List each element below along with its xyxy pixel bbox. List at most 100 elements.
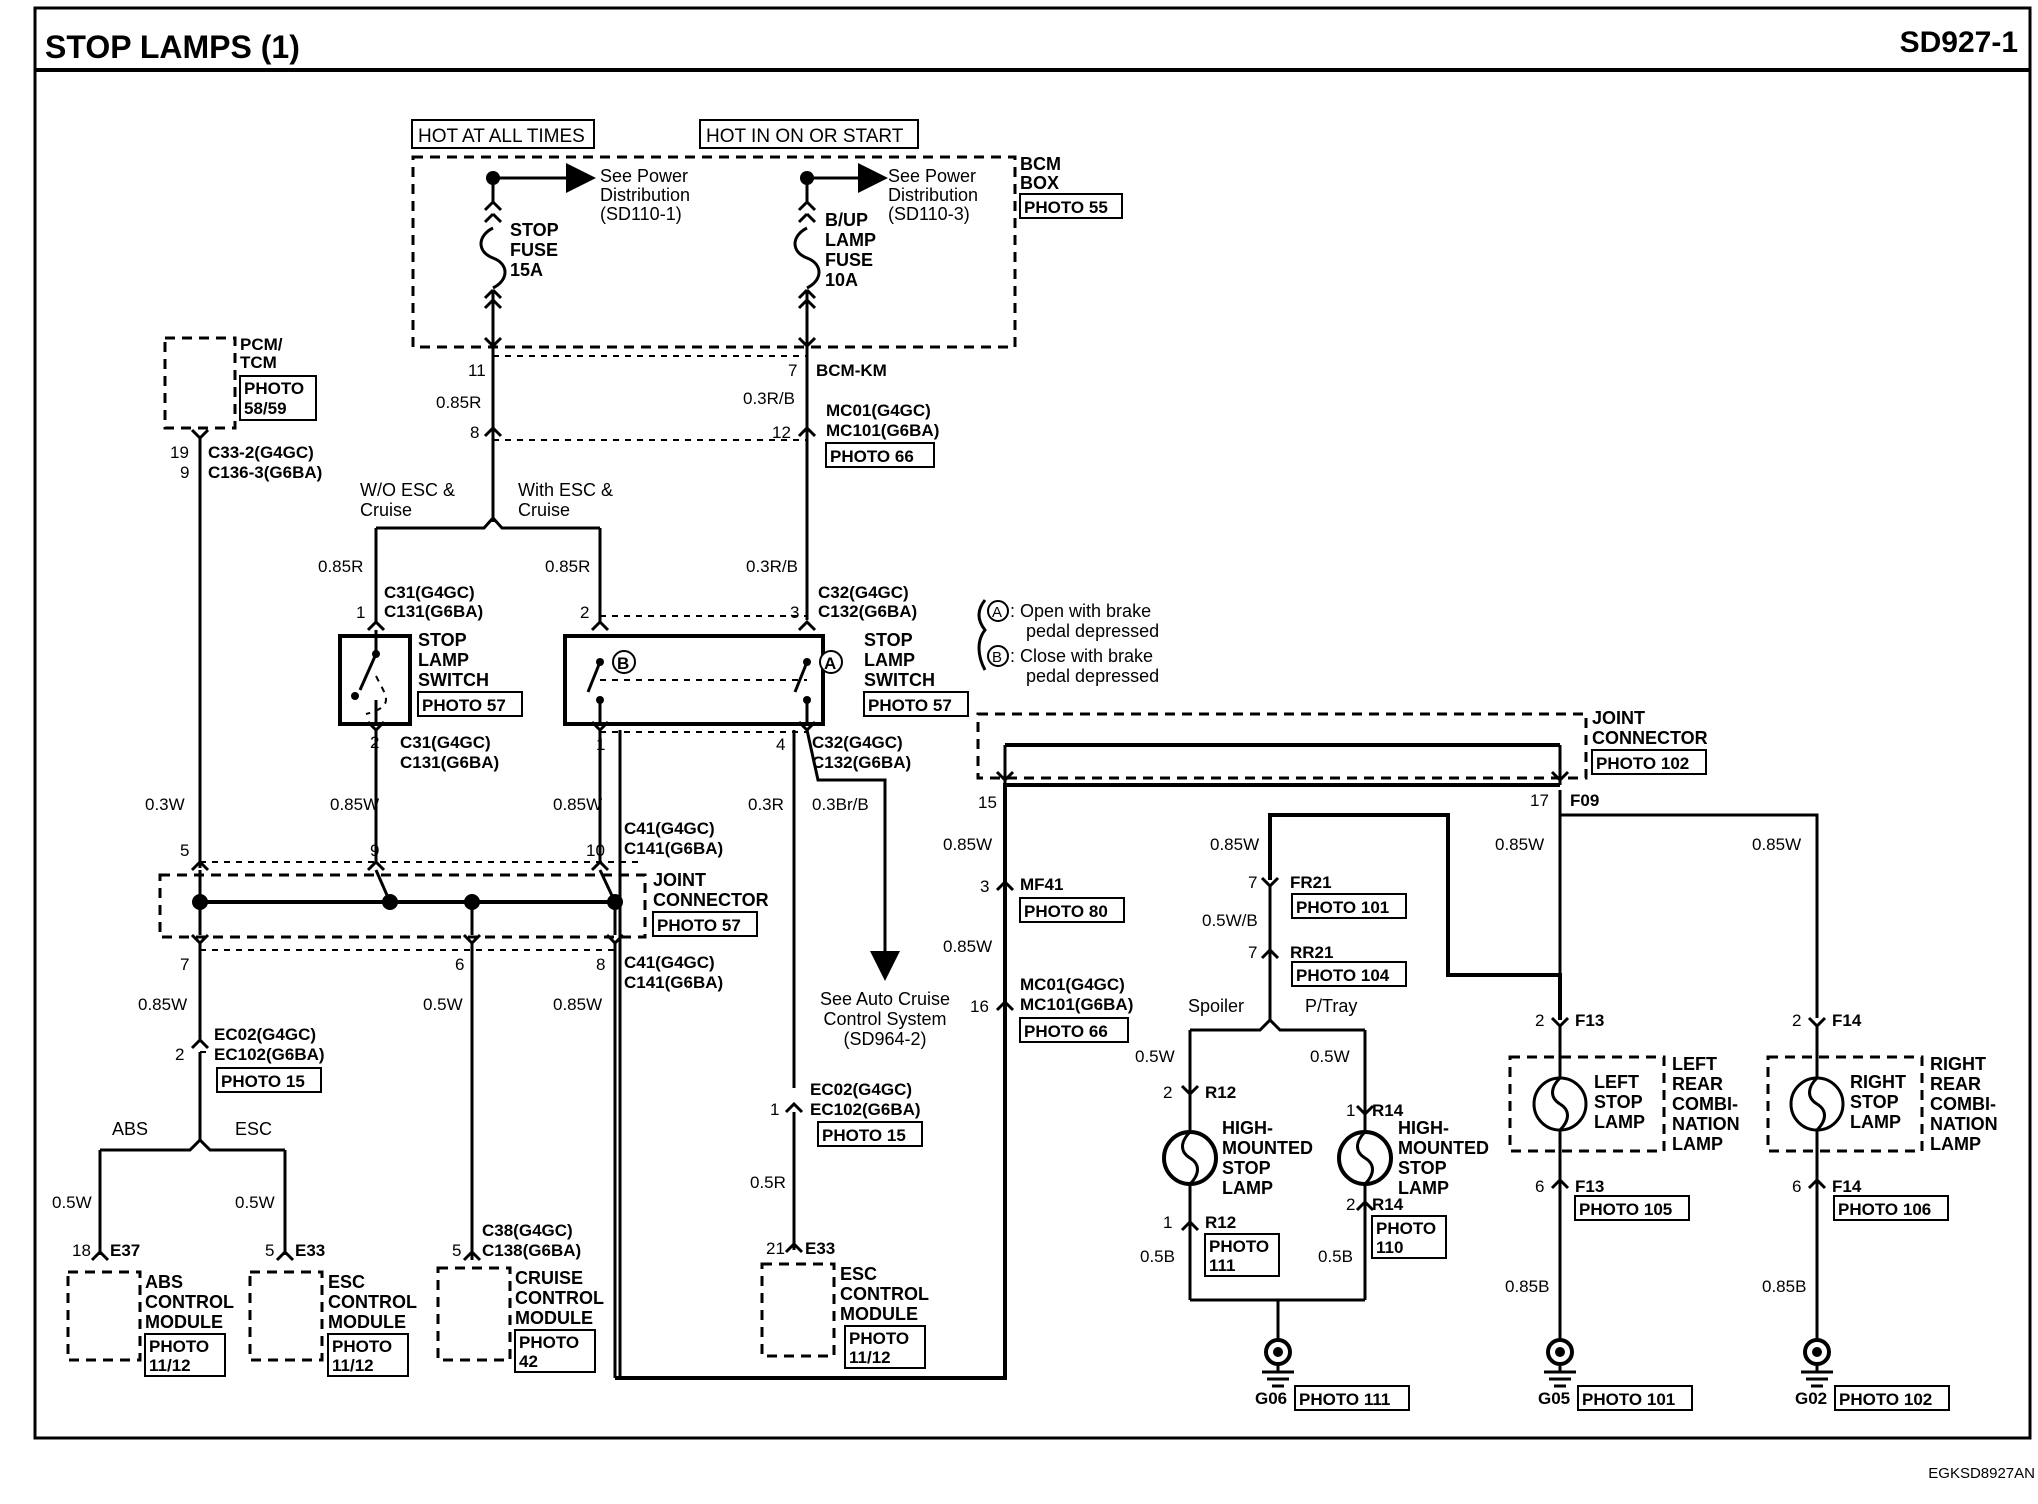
left-rear-combination-lamp [1508, 1055, 1666, 1153]
svg-text:PHOTO 102: PHOTO 102 [1596, 754, 1689, 773]
svg-text:PHOTO 106: PHOTO 106 [1838, 1200, 1931, 1219]
svg-text:PHOTO 101: PHOTO 101 [1296, 898, 1389, 917]
svg-text:16: 16 [970, 997, 989, 1016]
svg-text:PHOTO 111: PHOTO 111 [1299, 1390, 1390, 1409]
svg-text:R14: R14 [1372, 1101, 1404, 1120]
svg-text:0.85W: 0.85W [1210, 835, 1259, 854]
svg-text:With ESC &Cruise: With ESC &Cruise [518, 480, 613, 520]
svg-text:0.5W: 0.5W [235, 1193, 275, 1212]
svg-text:B: B [617, 654, 629, 673]
svg-text:MC01(G4GC)MC101(G6BA): MC01(G4GC)MC101(G6BA) [1020, 975, 1133, 1014]
svg-text:PHOTO 101: PHOTO 101 [1582, 1390, 1675, 1409]
svg-text:A: A [824, 654, 836, 673]
bup-fuse-symbol [793, 178, 821, 345]
svg-text:3: 3 [980, 877, 989, 896]
svg-text:11: 11 [468, 361, 486, 380]
svg-text:9: 9 [370, 841, 379, 860]
svg-text:8: 8 [470, 423, 479, 442]
svg-text:F14: F14 [1832, 1177, 1862, 1196]
svg-text:2: 2 [1346, 1195, 1355, 1214]
esc-control-module-1 [248, 1270, 324, 1362]
svg-text:PHOTO 104: PHOTO 104 [1296, 966, 1390, 985]
svg-text:EC02(G4GC)EC102(G6BA): EC02(G4GC)EC102(G6BA) [214, 1025, 325, 1064]
svg-text:0.85W: 0.85W [943, 937, 992, 956]
svg-text:17: 17 [1530, 791, 1549, 810]
svg-text:F09: F09 [1570, 791, 1599, 810]
stop-fuse-symbol [479, 200, 507, 345]
svg-text:0.3R: 0.3R [748, 795, 784, 814]
svg-text:MF41: MF41 [1020, 875, 1063, 894]
svg-text:RR21: RR21 [1290, 943, 1333, 962]
svg-text:R14: R14 [1372, 1195, 1404, 1214]
hot-at-all-times-box [411, 119, 595, 149]
pcm-tcm-module [163, 336, 237, 430]
bcm-km-label: BCM-KM [816, 361, 887, 380]
svg-text:18: 18 [72, 1241, 91, 1260]
esc-control-module-2 [760, 1262, 836, 1358]
svg-text:F14: F14 [1832, 1011, 1862, 1030]
svg-text:ESC: ESC [235, 1119, 272, 1139]
svg-text:5: 5 [452, 1241, 461, 1260]
svg-text:12: 12 [772, 423, 791, 442]
svg-text:2: 2 [1792, 1011, 1801, 1030]
svg-text:0.5W/B: 0.5W/B [1202, 911, 1258, 930]
svg-text:ABS: ABS [112, 1119, 148, 1139]
bcm-box-outline [411, 155, 1017, 349]
svg-text:EC02(G4GC)EC102(G6BA): EC02(G4GC)EC102(G6BA) [810, 1080, 921, 1119]
svg-text:C38(G4GC)C138(G6BA): C38(G4GC)C138(G6BA) [482, 1221, 581, 1260]
svg-text:0.5B: 0.5B [1140, 1247, 1175, 1266]
svg-text:5: 5 [265, 1241, 274, 1260]
diagram-frame [33, 6, 2032, 1440]
svg-text:7: 7 [1248, 873, 1257, 892]
svg-text:1: 1 [1346, 1101, 1355, 1120]
svg-text:0.85W: 0.85W [1752, 835, 1801, 854]
svg-text:G02: G02 [1795, 1389, 1827, 1408]
joint-connector-2 [976, 712, 1588, 780]
diagram-code: SD927-1 [1900, 26, 2018, 59]
svg-text:W/O ESC &Cruise: W/O ESC &Cruise [360, 480, 455, 520]
svg-text:FR21: FR21 [1290, 873, 1332, 892]
svg-text:0.3R/B: 0.3R/B [743, 389, 795, 408]
svg-text:PHOTO 15: PHOTO 15 [221, 1072, 305, 1091]
svg-text:F13: F13 [1575, 1177, 1604, 1196]
svg-text:0.3Br/B: 0.3Br/B [812, 795, 869, 814]
svg-text:R12: R12 [1205, 1213, 1236, 1232]
svg-text:2: 2 [1535, 1011, 1544, 1030]
svg-text:F13: F13 [1575, 1011, 1604, 1030]
svg-text:PHOTO 57: PHOTO 57 [422, 696, 506, 715]
hot-in-on-box [699, 119, 919, 149]
svg-text:PHOTO 66: PHOTO 66 [830, 447, 914, 466]
svg-text:3: 3 [790, 603, 799, 622]
svg-text:E33: E33 [295, 1241, 325, 1260]
svg-text:2: 2 [1163, 1083, 1172, 1102]
hot-in-on-label: HOT IN ON OR START [706, 126, 904, 147]
abs-control-module [66, 1270, 142, 1362]
svg-text:R12: R12 [1205, 1083, 1236, 1102]
svg-text:4: 4 [776, 735, 785, 754]
svg-text:PHOTO 66: PHOTO 66 [1024, 1022, 1108, 1041]
svg-text:0.85R: 0.85R [545, 557, 590, 576]
svg-text:10: 10 [586, 841, 605, 860]
svg-text:0.5W: 0.5W [52, 1193, 92, 1212]
svg-text:E33: E33 [805, 1239, 835, 1258]
svg-text:7: 7 [1248, 943, 1257, 962]
svg-text:C32(G4GC)C132(G6BA): C32(G4GC)C132(G6BA) [812, 733, 911, 772]
svg-text:A: A [992, 604, 1002, 621]
svg-text:0.85W: 0.85W [553, 795, 602, 814]
svg-text:P/Tray: P/Tray [1305, 996, 1357, 1016]
